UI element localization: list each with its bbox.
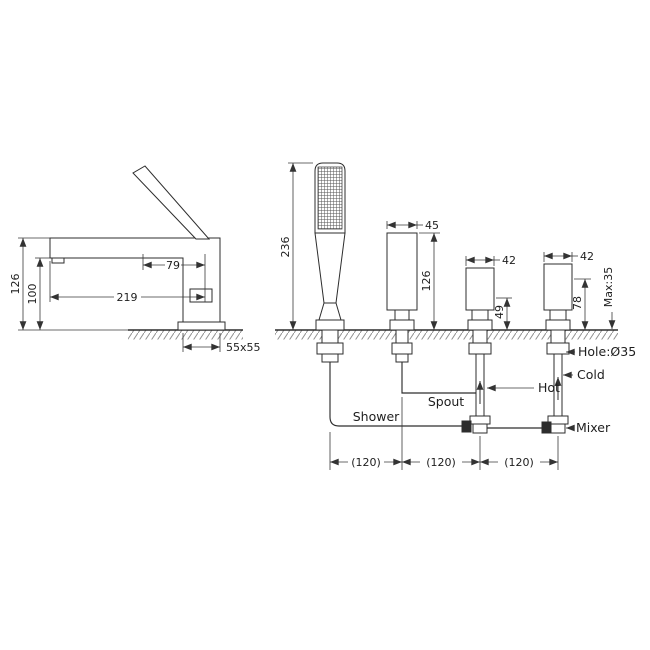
deck-hatch-right	[275, 330, 618, 340]
mounting-deck	[128, 329, 618, 340]
hot-label: Hot	[538, 380, 560, 395]
mixer-label: Mixer	[576, 420, 611, 435]
ext-line	[329, 397, 559, 470]
dim-120-2-label: (120)	[426, 456, 456, 469]
dim-100-label: 100	[26, 284, 39, 305]
dim-42-cold-label: 42	[580, 250, 594, 263]
cold-label: Cold	[577, 367, 605, 382]
faucet-lever	[132, 165, 211, 240]
dimension-lines	[18, 162, 616, 470]
handset-cone	[318, 302, 342, 321]
component-labels: Shower Spout Hot Cold Mixer	[353, 367, 611, 435]
dim-79-label: 79	[166, 259, 180, 272]
hot-shank	[472, 329, 488, 344]
spout-connector	[395, 353, 409, 363]
cold-base-plate	[545, 319, 571, 331]
mixer-connector	[541, 421, 552, 434]
shower-hose-connector	[461, 420, 472, 433]
dim-55x55-label: 55x55	[226, 341, 261, 354]
dim-120-1-label: (120)	[351, 456, 381, 469]
handset-spray-face	[317, 166, 343, 230]
faucet-body	[49, 237, 221, 323]
dim-49-label: 49	[493, 305, 506, 319]
dim-max35-label: Max:35	[602, 267, 615, 307]
dim-42-hot-label: 42	[502, 254, 516, 267]
spout-label: Spout	[428, 394, 464, 409]
dim-78-label: 78	[571, 296, 584, 310]
spout-body	[386, 232, 418, 311]
handset-handle	[314, 232, 346, 304]
hot-neck	[471, 309, 489, 321]
dim-120-3-label: (120)	[504, 456, 534, 469]
ext-line	[543, 252, 573, 262]
dimension-labels: 126 100 219 79 55x55 236 45 126 42 49 42…	[9, 219, 636, 469]
shower-handset	[314, 162, 470, 427]
dim-126-left-label: 126	[9, 274, 22, 295]
cold-shank	[550, 329, 566, 344]
spout-shank	[395, 329, 409, 344]
dim-126-right-label: 126	[420, 271, 433, 292]
dim-45-label: 45	[425, 219, 439, 232]
cold-handle	[543, 263, 573, 311]
dim-hole-label: Hole:Ø35	[578, 344, 636, 359]
handset-shank	[321, 329, 339, 344]
hot-handle	[465, 267, 495, 311]
cold-handle-assembly	[541, 263, 573, 434]
spout-base-plate	[389, 319, 415, 331]
hot-nut	[468, 342, 492, 355]
shower-label: Shower	[353, 409, 400, 424]
handset-base-plate	[315, 319, 345, 331]
spout-feed-line	[401, 362, 476, 394]
bath-spout	[386, 232, 476, 394]
faucet-base-plate	[177, 321, 226, 331]
hot-fitting-upper	[469, 415, 491, 425]
mixer-fitting-lower	[550, 423, 566, 434]
hot-fitting-lower	[472, 423, 488, 434]
side-view-faucet	[49, 165, 226, 331]
cold-nut	[546, 342, 570, 355]
ext-line	[465, 256, 495, 266]
dim-236-label: 236	[279, 237, 292, 258]
shower-hose	[329, 362, 470, 427]
handset-connector	[321, 353, 339, 363]
spout-neck	[394, 309, 410, 321]
hot-handle-assembly	[461, 267, 551, 434]
handset-nut	[316, 342, 344, 355]
faucet-aerator	[51, 257, 65, 264]
cold-neck	[549, 309, 567, 321]
faucet-cartridge-detail	[189, 288, 213, 303]
spout-nut	[391, 342, 413, 355]
dim-219-label: 219	[117, 291, 138, 304]
deck-hatch-left	[128, 330, 243, 340]
hot-base-plate	[467, 319, 493, 331]
